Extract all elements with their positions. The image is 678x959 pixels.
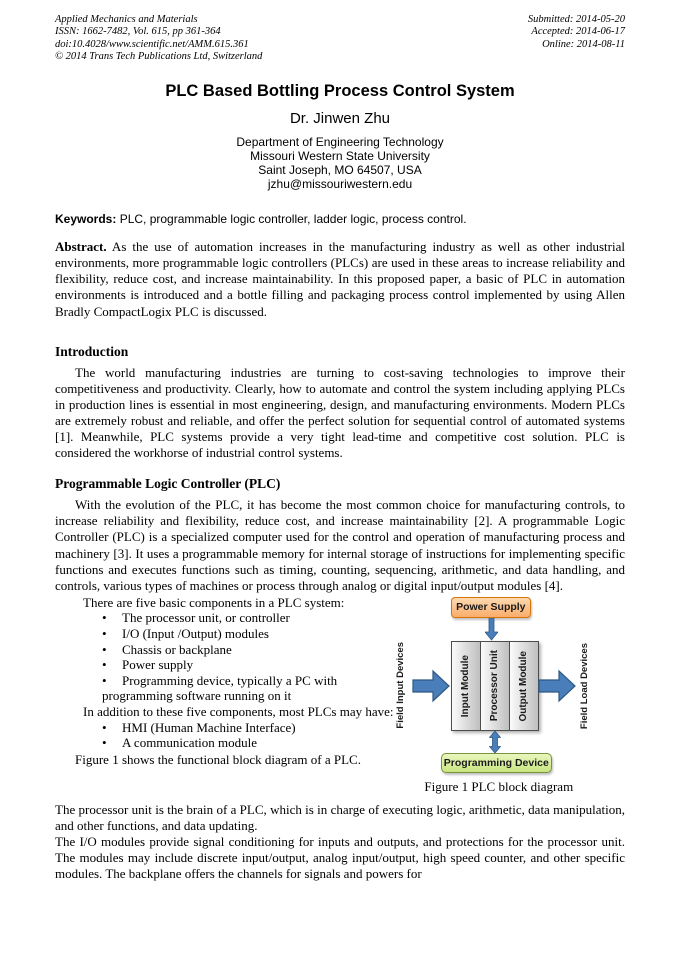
submitted-date: Submitted: 2014-05-20 bbox=[527, 14, 625, 25]
list-intro: There are five basic components in a PLC… bbox=[83, 594, 345, 610]
journal-header: Applied Mechanics and Materials ISSN: 16… bbox=[55, 14, 625, 63]
section-heading-plc: Programmable Logic Controller (PLC) bbox=[55, 476, 281, 492]
processor-unit-paragraph: The processor unit is the brain of a PLC… bbox=[55, 801, 625, 833]
abstract: Abstract. As the use of automation incre… bbox=[55, 239, 625, 319]
keywords-line: Keywords: PLC, programmable logic contro… bbox=[55, 212, 625, 226]
journal-issn-volume: ISSN: 1662-7482, Vol. 615, pp 361-364 bbox=[55, 26, 221, 38]
abstract-text: As the use of automation increases in th… bbox=[55, 239, 625, 319]
title-block: PLC Based Bottling Process Control Syste… bbox=[55, 82, 625, 191]
affiliation-city: Saint Joseph, MO 64507, USA bbox=[258, 163, 422, 178]
journal-doi: doi:10.4028/www.scientific.net/AMM.615.3… bbox=[55, 38, 249, 50]
down-arrow-icon bbox=[484, 617, 498, 641]
list-item: HMI (Human Machine Interface) bbox=[102, 720, 394, 736]
journal-info: Applied Mechanics and Materials ISSN: 16… bbox=[55, 14, 262, 63]
list-item: I/O (Input /Output) modules bbox=[102, 626, 394, 642]
plc-components-column: There are five basic components in a PLC… bbox=[55, 595, 394, 799]
journal-name: Applied Mechanics and Materials bbox=[55, 14, 198, 25]
list-item: Chassis or backplane bbox=[102, 642, 394, 658]
list-item: Programming device, typically a PC with … bbox=[102, 673, 394, 704]
input-module-box: Input Module bbox=[450, 640, 481, 731]
affiliation-university: Missouri Western State University bbox=[250, 149, 430, 164]
io-modules-paragraph: The I/O modules provide signal condition… bbox=[55, 833, 625, 882]
journal-copyright: © 2014 Trans Tech Publications Ltd, Swit… bbox=[55, 50, 263, 62]
figure-reference: Figure 1 shows the functional block diag… bbox=[75, 751, 361, 767]
field-load-devices-label: Field Load Devices bbox=[579, 642, 591, 729]
extra-components-list: HMI (Human Machine Interface) A communic… bbox=[55, 720, 394, 751]
double-arrow-icon bbox=[488, 730, 501, 753]
addition-intro: In addition to these five components, mo… bbox=[83, 703, 394, 719]
plc-modules-block: Input Module Processor Unit Output Modul… bbox=[450, 640, 539, 731]
list-item: The processor unit, or controller bbox=[102, 610, 394, 626]
keywords-text: PLC, programmable logic controller, ladd… bbox=[116, 212, 467, 227]
five-components-list: The processor unit, or controller I/O (I… bbox=[55, 610, 394, 704]
affiliation: Department of Engineering Technology Mis… bbox=[55, 135, 625, 191]
abstract-label: Abstract. bbox=[55, 239, 107, 255]
author-email: jzhu@missouriwestern.edu bbox=[267, 177, 413, 192]
programming-device-box: Programming Device bbox=[440, 752, 552, 773]
figure-caption: Figure 1 PLC block diagram bbox=[424, 778, 574, 794]
processor-unit-box: Processor Unit bbox=[479, 640, 510, 731]
list-item: A communication module bbox=[102, 735, 394, 751]
output-module-box: Output Module bbox=[508, 640, 539, 731]
list-and-figure-zone: There are five basic components in a PLC… bbox=[55, 595, 625, 799]
affiliation-department: Department of Engineering Technology bbox=[236, 135, 444, 150]
power-supply-box: Power Supply bbox=[450, 596, 531, 618]
output-arrow-icon bbox=[538, 669, 576, 703]
keywords-label: Keywords: bbox=[55, 212, 117, 227]
section-heading-introduction: Introduction bbox=[55, 343, 129, 359]
page-title: PLC Based Bottling Process Control Syste… bbox=[165, 82, 515, 101]
introduction-paragraph: The world manufacturing industries are t… bbox=[55, 364, 625, 461]
field-input-devices-label: Field Input Devices bbox=[395, 642, 407, 730]
list-item: Power supply bbox=[102, 657, 394, 673]
plc-paragraph-1: With the evolution of the PLC, it has be… bbox=[55, 497, 625, 593]
accepted-date: Accepted: 2014-06-17 bbox=[531, 26, 625, 38]
figure-1-plc-block-diagram: Power Supply Field Input Devices Input M… bbox=[394, 595, 625, 799]
submission-dates: Submitted: 2014-05-20 Accepted: 2014-06-… bbox=[528, 14, 625, 63]
input-arrow-icon bbox=[412, 669, 450, 703]
author-name: Dr. Jinwen Zhu bbox=[289, 110, 391, 128]
online-date: Online: 2014-08-11 bbox=[542, 38, 625, 50]
